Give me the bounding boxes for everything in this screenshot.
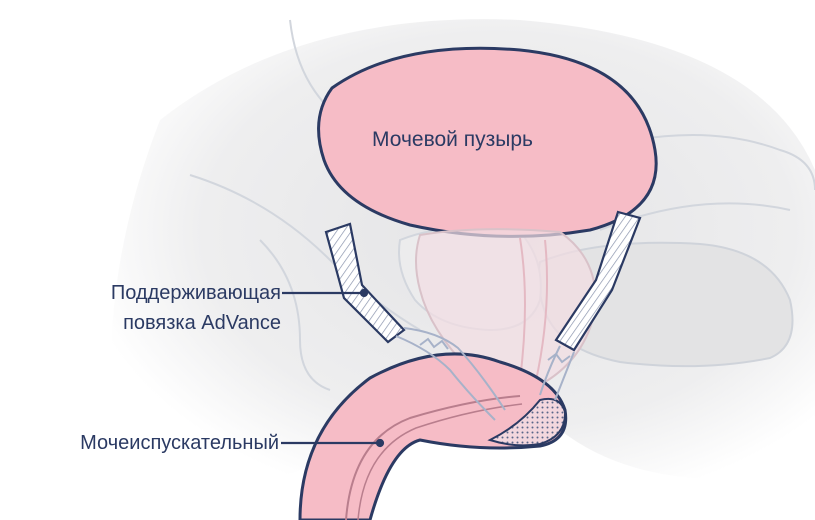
urethra-label: Мочеиспускательный: [80, 431, 279, 455]
sling-label-line2: повязка AdVance: [111, 311, 281, 335]
sling-label-line1: Поддерживающая: [111, 281, 281, 305]
bladder-label: Мочевой пузырь: [372, 128, 533, 152]
sling-label: Поддерживающая повязка AdVance: [111, 281, 281, 335]
